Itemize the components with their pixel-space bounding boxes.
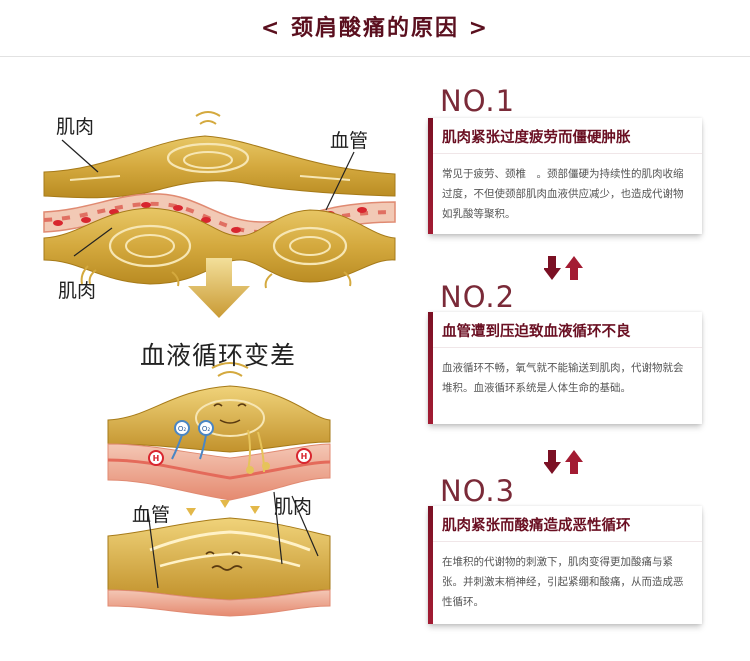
cause-3-title: 肌肉紧张而酸痛造成恶性循环 [433,506,702,542]
illustration: O₂ O₂ H H [0,60,420,660]
o2-bubble-2: O₂ [198,420,214,460]
cause-1-card: 肌肉紧张过度疲劳而僵硬肿胀 常见于疲劳、颈椎 。颈部僵硬为持续性的肌肉收缩过度，… [428,118,702,234]
label-vessel-top: 血管 [330,130,369,152]
caption-poor-circulation: 血液循环变差 [140,341,297,370]
cycle-arrows-2 [543,448,584,476]
arrow-down-icon [543,256,561,280]
label-muscle-top: 肌肉 [56,116,95,138]
svg-text:H: H [153,454,160,463]
cause-1-title: 肌肉紧张过度疲劳而僵硬肿胀 [433,118,702,154]
label-muscle-lower: 肌肉 [274,496,313,518]
cause-2-title: 血管遭到压迫致血液循环不良 [433,312,702,348]
o2-bubble-1: O₂ [171,420,190,460]
top-diagram [43,111,396,289]
cause-3-card: 肌肉紧张而酸痛造成恶性循环 在堆积的代谢物的刺激下，肌肉变得更加酸痛与紧张。并刺… [428,506,702,624]
h-cell-1: H [148,450,164,466]
cause-3-number: NO.3 [440,474,516,508]
label-muscle-bottom: 肌肉 [58,280,97,302]
muscle-vessel-diagram: O₂ O₂ H H [43,111,396,617]
cycle-arrows-1 [543,254,584,282]
svg-text:H: H [301,452,308,461]
label-vessel-lower: 血管 [132,504,171,526]
down-arrow [188,258,250,318]
cause-1-number: NO.1 [440,84,516,118]
cause-3-body: 在堆积的代谢物的刺激下，肌肉变得更加酸痛与紧张。并刺激末梢神经，引起紧绷和酸痛，… [442,556,684,608]
cause-2-body: 血液循环不畅，氧气就不能输送到肌肉，代谢物就会堆积。血液循环系统是人体生命的基础… [442,362,684,394]
cause-2-card: 血管遭到压迫致血液循环不良 血液循环不畅，氧气就不能输送到肌肉，代谢物就会堆积。… [428,312,702,424]
cause-2-number: NO.2 [440,280,516,314]
title-divider [0,56,750,57]
lower-diagram: O₂ O₂ H H [107,362,331,617]
arrow-up-icon [565,256,583,280]
page-title: < 颈肩酸痛的原因 > [260,16,490,41]
cause-1-body: 常见于疲劳、颈椎 。颈部僵硬为持续性的肌肉收缩过度，不但使颈部肌肉血液供应减少，… [442,168,684,220]
svg-text:O₂: O₂ [202,425,211,433]
svg-text:O₂: O₂ [178,425,187,433]
arrow-down-icon [543,450,561,474]
h-cell-2: H [296,448,312,464]
arrow-up-icon [565,450,583,474]
